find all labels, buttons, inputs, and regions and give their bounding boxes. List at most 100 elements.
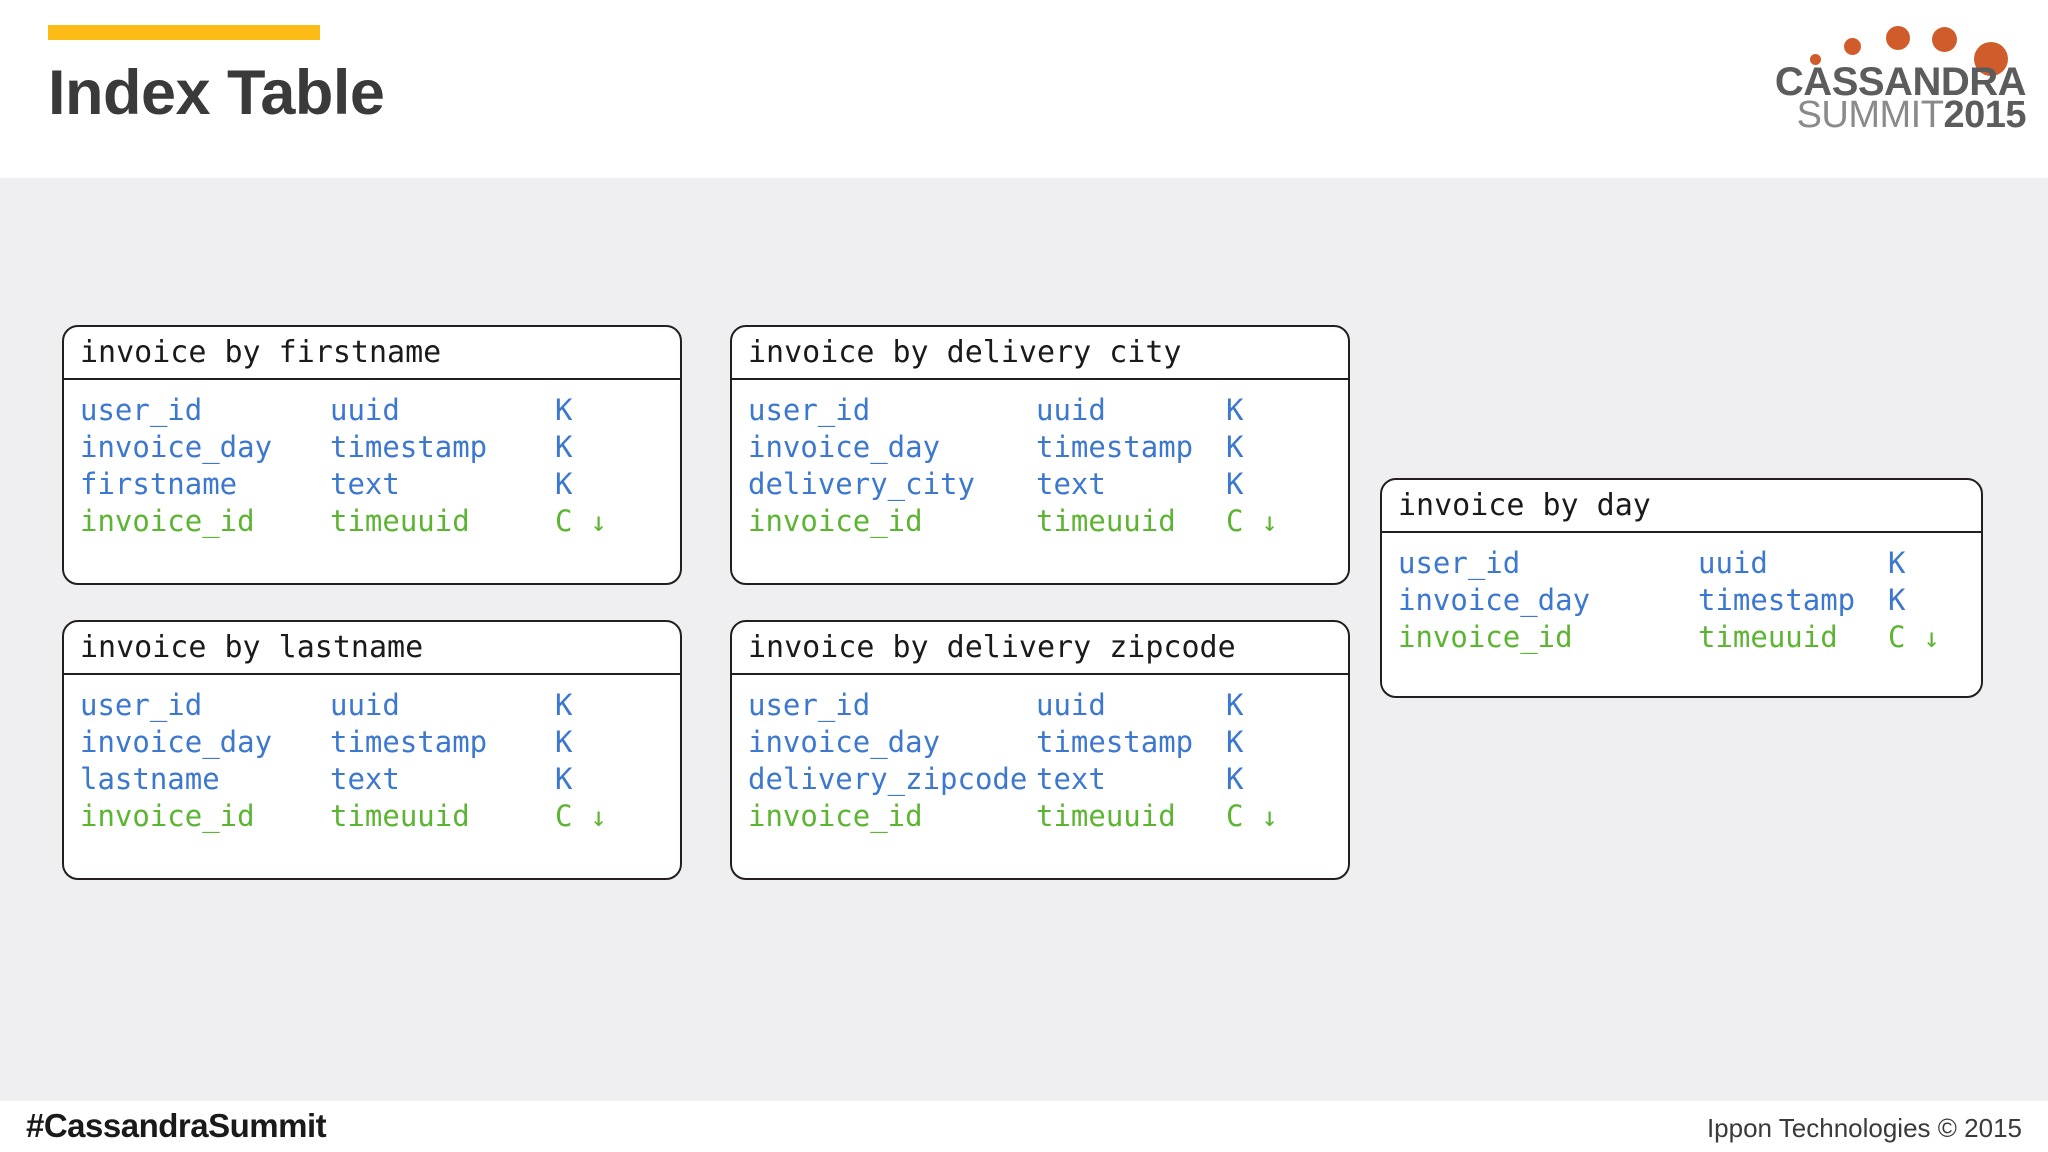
- logo-dot-arc-icon: [1734, 10, 2026, 76]
- table-card-header: invoice by delivery city: [732, 327, 1348, 380]
- column-key-marker: K: [555, 688, 573, 722]
- column-type: timestamp: [330, 430, 488, 464]
- table-card-invoice-by-delivery-zipcode: invoice by delivery zipcode user_id uuid…: [730, 620, 1350, 880]
- table-card-invoice-by-delivery-city: invoice by delivery city user_id uuid K …: [730, 325, 1350, 585]
- column-key-marker: C: [555, 504, 573, 538]
- table-card-body: user_id uuid K invoice_day timestamp K d…: [732, 380, 1348, 554]
- column-key-marker: K: [1226, 393, 1244, 427]
- footer-copyright: Ippon Technologies © 2015: [1706, 1113, 2022, 1143]
- column-type: timestamp: [1036, 725, 1194, 759]
- column-name: user_id: [748, 393, 871, 427]
- column-order-desc-icon: ↓: [590, 802, 607, 833]
- column-key-marker: K: [1888, 546, 1906, 580]
- column-key-marker: K: [555, 467, 573, 501]
- table-card-header: invoice by firstname: [64, 327, 680, 380]
- column-name: user_id: [80, 688, 203, 722]
- table-row: delivery_zipcode text K: [732, 761, 1348, 798]
- table-card-header: invoice by lastname: [64, 622, 680, 675]
- table-row: invoice_id timeuuid C ↓: [64, 798, 680, 835]
- column-key-marker: C: [1226, 504, 1244, 538]
- column-name: invoice_day: [80, 725, 273, 759]
- column-name: user_id: [1398, 546, 1521, 580]
- table-row: user_id uuid K: [1382, 545, 1981, 582]
- table-row: invoice_day timestamp K: [64, 724, 680, 761]
- column-name: delivery_zipcode: [748, 762, 1028, 796]
- table-row: user_id uuid K: [64, 687, 680, 724]
- column-name: invoice_day: [1398, 583, 1591, 617]
- column-order-desc-icon: ↓: [1261, 802, 1278, 833]
- column-type: uuid: [1698, 546, 1768, 580]
- table-row: invoice_day timestamp K: [732, 724, 1348, 761]
- column-key-marker: K: [555, 430, 573, 464]
- table-row: lastname text K: [64, 761, 680, 798]
- table-row: firstname text K: [64, 466, 680, 503]
- table-card-title: invoice by lastname: [80, 630, 424, 665]
- column-type: uuid: [330, 688, 400, 722]
- table-row: user_id uuid K: [64, 392, 680, 429]
- column-name: user_id: [748, 688, 871, 722]
- column-key-marker: K: [555, 762, 573, 796]
- column-type: text: [330, 467, 400, 501]
- column-key-marker: K: [1226, 467, 1244, 501]
- column-name: user_id: [80, 393, 203, 427]
- column-key-marker: C: [1888, 620, 1906, 654]
- column-type: text: [330, 762, 400, 796]
- column-name: invoice_day: [748, 725, 941, 759]
- table-row: invoice_day timestamp K: [64, 429, 680, 466]
- table-card-title: invoice by day: [1398, 488, 1651, 523]
- table-row: user_id uuid K: [732, 687, 1348, 724]
- table-card-invoice-by-day: invoice by day user_id uuid K invoice_da…: [1380, 478, 1983, 698]
- table-card-invoice-by-lastname: invoice by lastname user_id uuid K invoi…: [62, 620, 682, 880]
- column-name: invoice_id: [80, 504, 255, 538]
- logo-dot-4-icon: [1932, 27, 1957, 52]
- column-type: timeuuid: [1036, 504, 1176, 538]
- column-key-marker: K: [1226, 725, 1244, 759]
- table-row: invoice_id timeuuid C ↓: [732, 798, 1348, 835]
- cassandra-summit-logo: CASSANDRA SUMMIT2015: [1734, 10, 2027, 134]
- slide-header: Index Table CASSANDRA SUMMIT2015: [0, 0, 2048, 178]
- table-card-body: user_id uuid K invoice_day timestamp K l…: [64, 675, 680, 849]
- table-card-body: user_id uuid K invoice_day timestamp K d…: [732, 675, 1348, 849]
- title-accent-bar: [48, 25, 320, 40]
- column-type: timestamp: [1698, 583, 1856, 617]
- logo-dot-5-icon: [1974, 42, 2008, 76]
- table-row: user_id uuid K: [732, 392, 1348, 429]
- column-key-marker: C: [1226, 799, 1244, 833]
- table-row: invoice_id timeuuid C ↓: [1382, 619, 1981, 656]
- page-title: Index Table: [48, 58, 385, 128]
- table-row: invoice_id timeuuid C ↓: [64, 503, 680, 540]
- column-type: text: [1036, 467, 1106, 501]
- table-card-invoice-by-firstname: invoice by firstname user_id uuid K invo…: [62, 325, 682, 585]
- column-type: timeuuid: [1698, 620, 1838, 654]
- column-name: invoice_id: [748, 504, 923, 538]
- column-type: timestamp: [330, 725, 488, 759]
- column-key-marker: C: [555, 799, 573, 833]
- column-type: text: [1036, 762, 1106, 796]
- column-type: uuid: [1036, 393, 1106, 427]
- table-card-header: invoice by day: [1382, 480, 1981, 533]
- table-card-title: invoice by delivery city: [748, 335, 1182, 370]
- column-key-marker: K: [555, 725, 573, 759]
- slide-footer: #CassandraSummit Ippon Technologies © 20…: [0, 1101, 2048, 1152]
- column-key-marker: K: [1226, 688, 1244, 722]
- table-card-body: user_id uuid K invoice_day timestamp K f…: [64, 380, 680, 554]
- table-card-header: invoice by delivery zipcode: [732, 622, 1348, 675]
- column-name: invoice_id: [80, 799, 255, 833]
- column-name: delivery_city: [748, 467, 975, 501]
- footer-hashtag: #CassandraSummit: [26, 1107, 327, 1144]
- table-row: invoice_day timestamp K: [1382, 582, 1981, 619]
- logo-dot-1-icon: [1810, 54, 1821, 65]
- column-name: invoice_id: [1398, 620, 1573, 654]
- logo-summit-text: SUMMIT: [1796, 94, 1944, 136]
- column-type: timeuuid: [1036, 799, 1176, 833]
- table-row: invoice_id timeuuid C ↓: [732, 503, 1348, 540]
- column-type: timeuuid: [330, 504, 470, 538]
- logo-dot-3-icon: [1886, 26, 1910, 50]
- column-name: firstname: [80, 467, 238, 501]
- logo-wordmark-summit-year: SUMMIT2015: [1734, 94, 2027, 136]
- column-name: invoice_day: [748, 430, 941, 464]
- table-card-body: user_id uuid K invoice_day timestamp K i…: [1382, 533, 1981, 670]
- column-key-marker: K: [1888, 583, 1906, 617]
- column-type: uuid: [1036, 688, 1106, 722]
